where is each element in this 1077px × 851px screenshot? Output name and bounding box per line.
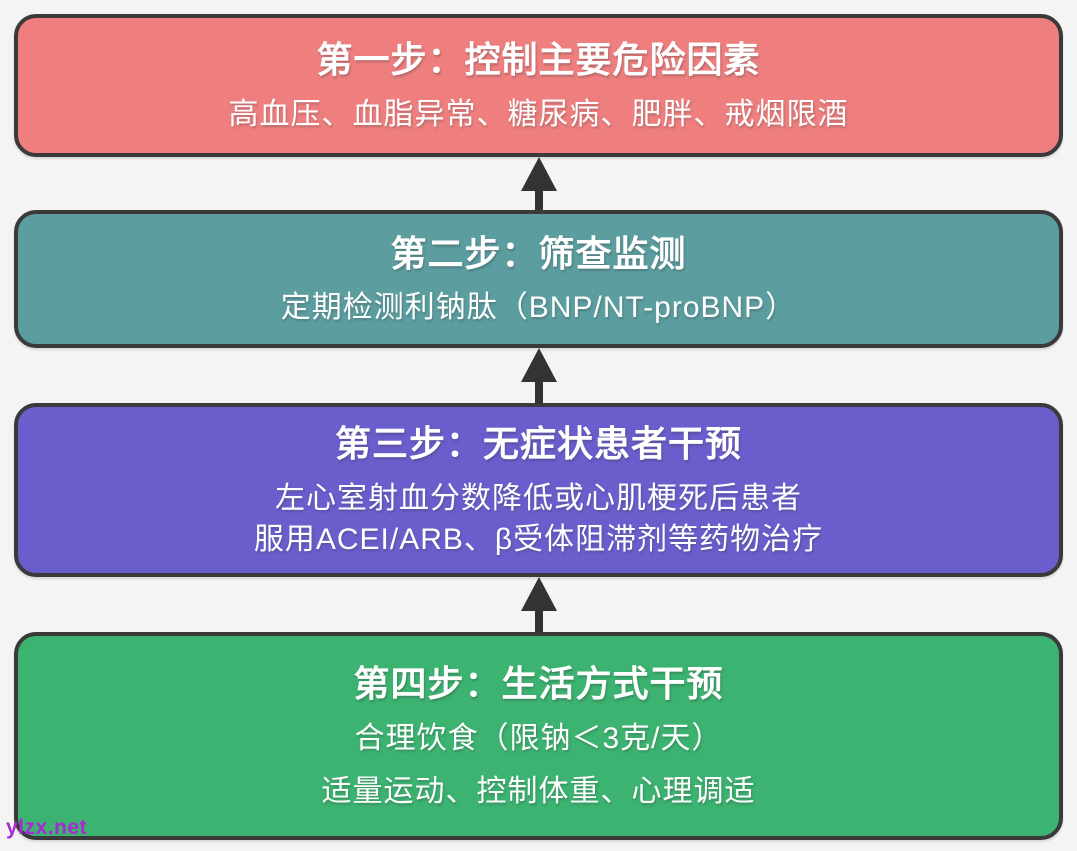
up-arrow-3 bbox=[520, 577, 557, 632]
step-4-lines: 合理饮食（限钠＜3克/天） 适量运动、控制体重、心理调适 bbox=[322, 722, 756, 808]
step-3-line-2: 服用ACEI/ARB、β受体阻滞剂等药物治疗 bbox=[253, 522, 824, 556]
step-3-line-1: 左心室射血分数降低或心肌梗死后患者 bbox=[274, 481, 802, 515]
arrow-head-icon bbox=[520, 157, 557, 191]
step-4-line-2: 适量运动、控制体重、心理调适 bbox=[321, 774, 756, 808]
arrow-stem bbox=[534, 191, 543, 210]
up-arrow-2 bbox=[520, 348, 557, 403]
step-3-title: 第三步：无症状患者干预 bbox=[334, 423, 742, 465]
step-2-line-1: 定期检测利钠肽（BNP/NT-proBNP） bbox=[280, 291, 797, 325]
watermark: ylzx.net bbox=[6, 816, 88, 839]
step-4-box: 第四步：生活方式干预 合理饮食（限钠＜3克/天） 适量运动、控制体重、心理调适 bbox=[14, 632, 1063, 840]
arrow-stem bbox=[534, 382, 543, 403]
step-1-line-1: 高血压、血脂异常、糖尿病、肥胖、戒烟限酒 bbox=[228, 97, 849, 131]
arrow-head-icon bbox=[520, 577, 557, 611]
step-2-box: 第二步：筛查监测 定期检测利钠肽（BNP/NT-proBNP） bbox=[14, 210, 1063, 348]
up-arrow-1 bbox=[520, 157, 557, 210]
step-3-box: 第三步：无症状患者干预 左心室射血分数降低或心肌梗死后患者 服用ACEI/ARB… bbox=[14, 403, 1063, 577]
step-4-line-1: 合理饮食（限钠＜3克/天） bbox=[354, 721, 723, 755]
step-2-lines: 定期检测利钠肽（BNP/NT-proBNP） bbox=[281, 291, 796, 324]
step-1-title: 第一步：控制主要危险因素 bbox=[316, 39, 761, 81]
arrow-head-icon bbox=[520, 348, 557, 382]
step-4-title: 第四步：生活方式干预 bbox=[353, 663, 724, 705]
step-1-lines: 高血压、血脂异常、糖尿病、肥胖、戒烟限酒 bbox=[229, 98, 849, 131]
arrow-stem bbox=[534, 611, 543, 632]
step-2-title: 第二步：筛查监测 bbox=[390, 232, 687, 274]
step-3-lines: 左心室射血分数降低或心肌梗死后患者 服用ACEI/ARB、β受体阻滞剂等药物治疗 bbox=[254, 482, 823, 556]
step-1-box: 第一步：控制主要危险因素 高血压、血脂异常、糖尿病、肥胖、戒烟限酒 bbox=[14, 14, 1063, 157]
